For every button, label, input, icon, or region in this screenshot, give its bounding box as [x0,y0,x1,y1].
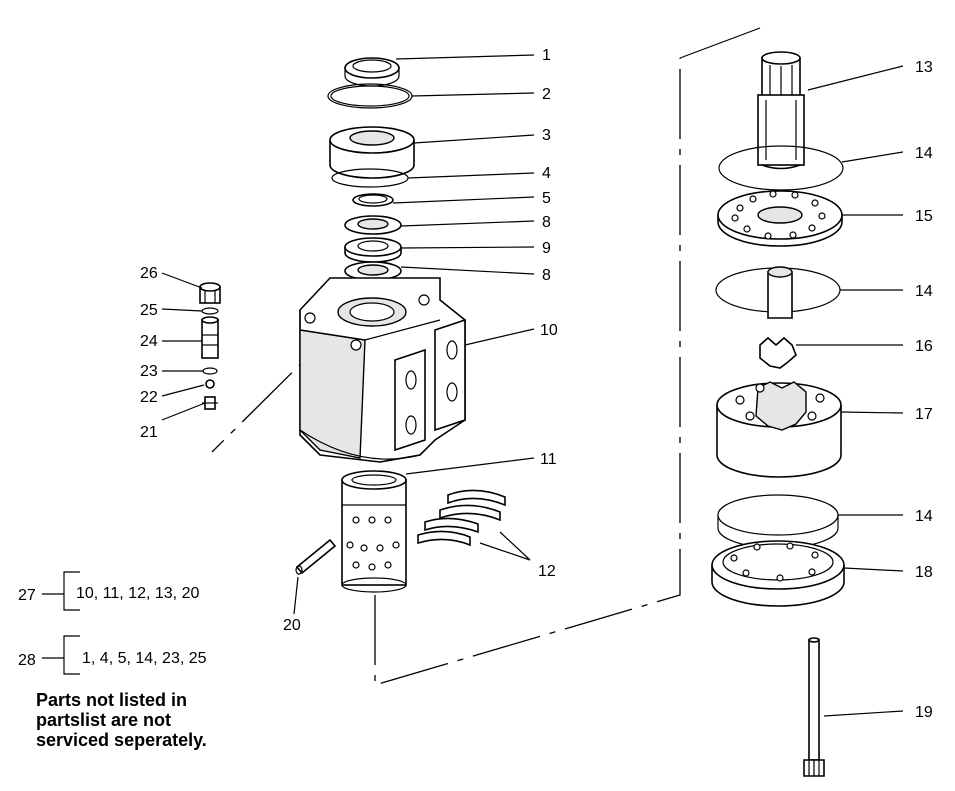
callout-12: 12 [538,563,556,580]
callout-labels: 1 2 3 4 5 8 9 8 10 11 12 20 26 25 24 23 … [140,47,933,721]
callout-11: 11 [540,451,557,468]
callout-23: 23 [140,363,158,380]
part-8-washer-upper [344,215,402,235]
part-19-bolt [803,637,825,777]
callout-24: 24 [140,333,158,350]
part-24-valve-body [201,316,219,359]
part-25-o-ring [201,307,219,315]
part-26-plug [199,282,221,304]
kit-28-group: 28 1, 4, 5, 14, 23, 25 [18,635,207,675]
service-note-line-2: partslist are not [36,710,172,730]
part-2-ring [327,83,413,109]
axis-connector [679,27,761,59]
part-22-ball [205,379,215,389]
kit-27-number: 27 [18,587,36,604]
part-14-seal-lower [717,494,839,549]
part-18-end-cap [711,540,845,607]
callout-8-upper: 8 [542,214,551,231]
part-3-bearing-housing [329,126,415,179]
part-23-o-ring [202,367,218,375]
callout-16: 16 [915,338,933,355]
part-16-star-gear [759,336,797,369]
service-note-line-1: Parts not listed in [36,690,188,710]
kit-27-parts: 10, 11, 12, 13, 20 [76,585,199,602]
callout-15: 15 [915,208,933,225]
part-20-pin [295,538,337,575]
kit-27-group: 27 10, 11, 12, 13, 20 [18,571,199,611]
part-10-housing [299,277,466,463]
callout-3: 3 [542,127,551,144]
callout-4: 4 [542,165,551,182]
callout-5: 5 [542,190,551,207]
callout-13: 13 [915,59,933,76]
callout-20: 20 [283,617,301,634]
callout-25: 25 [140,302,158,319]
part-17-gerotor-ring [716,381,842,478]
part-11-spool-sleeve [341,470,407,593]
part-9-bearing [344,237,402,263]
part-13-drive-shaft [757,51,805,170]
callout-10: 10 [540,322,558,339]
part-5-seal [352,193,394,207]
callout-9: 9 [542,240,551,257]
callout-17: 17 [915,406,933,423]
callout-14-lower: 14 [915,508,933,525]
callout-14-middle: 14 [915,283,933,300]
part-1-dust-seal [344,57,400,87]
part-12-centering-springs [417,489,506,547]
callout-21: 21 [140,424,158,441]
assembly-axis-line [374,58,681,686]
part-15-plate [717,190,843,247]
callout-22: 22 [140,389,158,406]
part-14-seal-middle [715,266,841,319]
callout-26: 26 [140,265,158,282]
kit-28-parts: 1, 4, 5, 14, 23, 25 [82,650,207,667]
callout-14-upper: 14 [915,145,933,162]
callout-1: 1 [542,47,551,64]
callout-8-lower: 8 [542,267,551,284]
part-14-seal-upper [718,145,844,191]
kit-28-number: 28 [18,652,36,669]
leader-lines [161,54,904,717]
service-note: Parts not listed in partslist are not se… [36,690,207,750]
service-note-line-3: serviced seperately. [36,730,207,750]
callout-18: 18 [915,564,933,581]
callout-2: 2 [542,86,551,103]
callout-19: 19 [915,704,933,721]
